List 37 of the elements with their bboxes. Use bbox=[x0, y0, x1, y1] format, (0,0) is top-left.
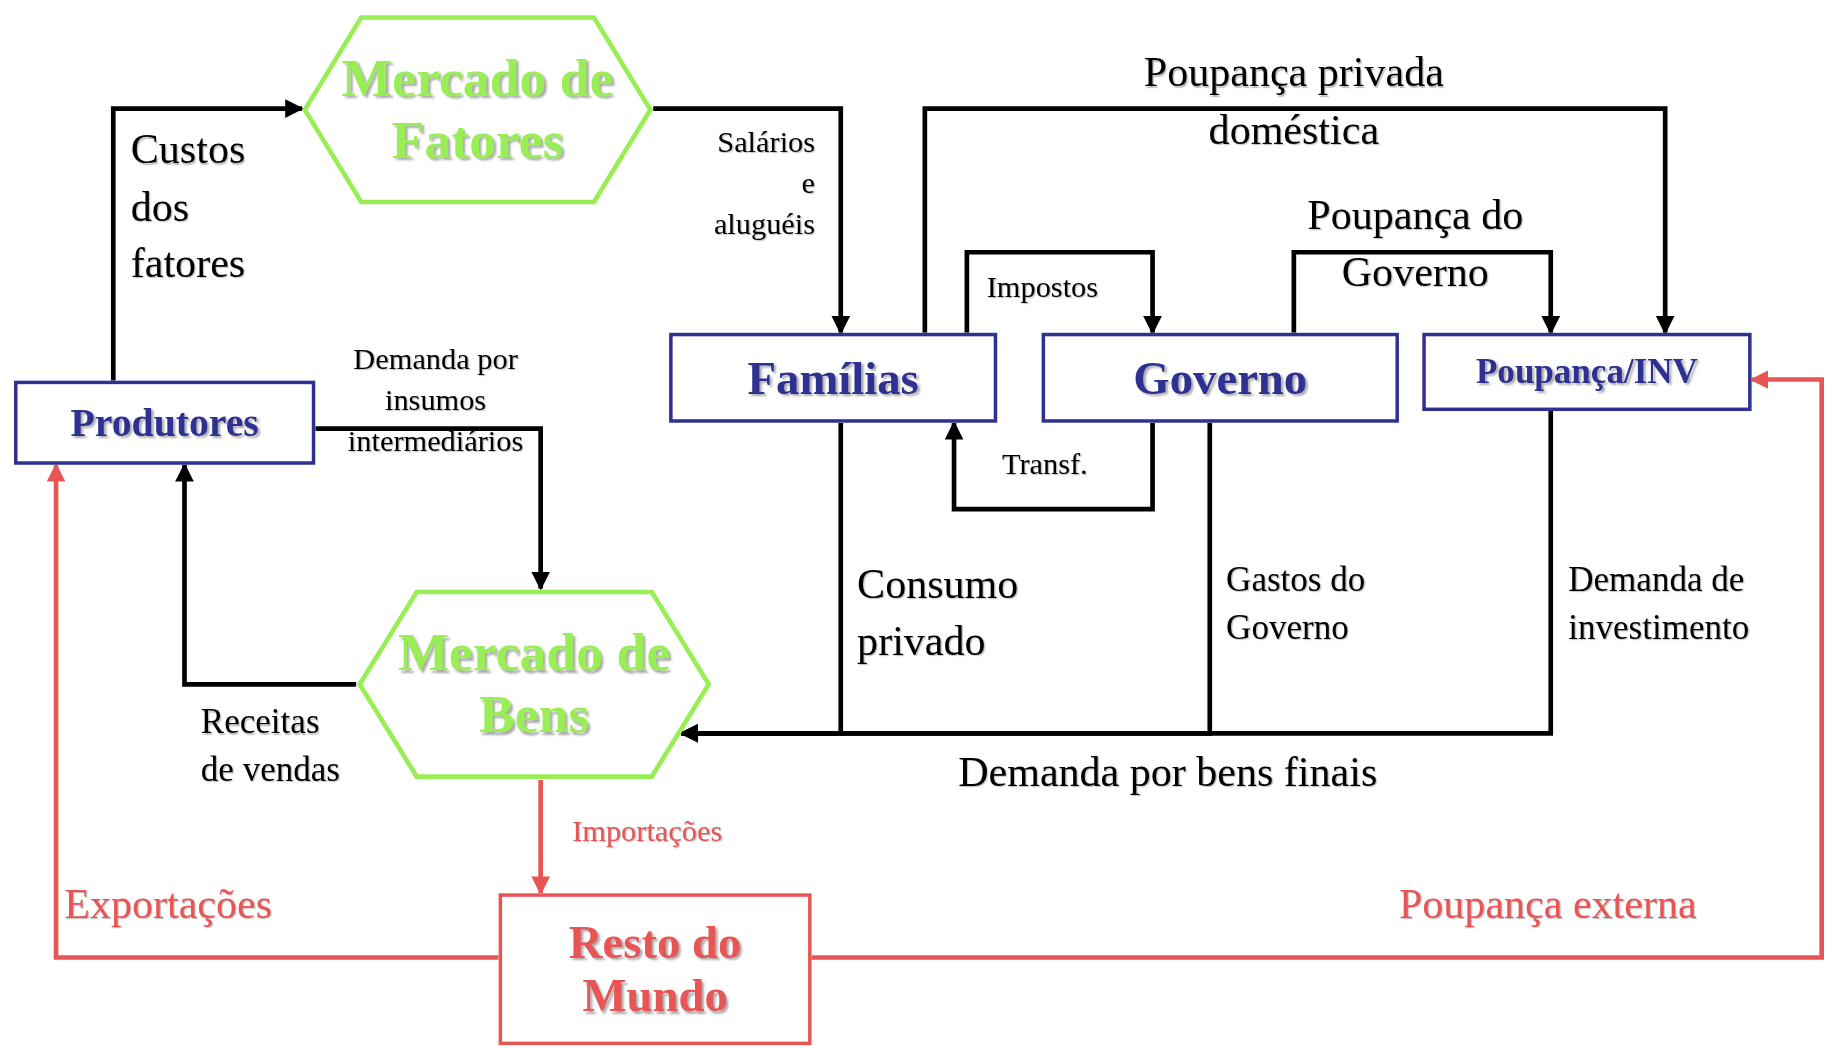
node-label: Famílias bbox=[747, 350, 919, 405]
box bbox=[14, 380, 316, 465]
edge-label: Exportações bbox=[64, 879, 273, 930]
arrow bbox=[315, 426, 550, 591]
edge-label: Salários e aluguéis bbox=[712, 123, 816, 243]
edge-label: Consumo privado bbox=[857, 559, 1020, 666]
node-label: Resto do Mundo bbox=[567, 915, 743, 1023]
arrow bbox=[110, 99, 304, 381]
node-label: Produtores bbox=[70, 400, 259, 446]
hexagon bbox=[301, 14, 654, 206]
box bbox=[669, 332, 998, 423]
box bbox=[1041, 332, 1399, 423]
edge-label: Transf. bbox=[1001, 446, 1089, 484]
flow-label: Demanda por bens finais bbox=[957, 747, 1379, 798]
arrow bbox=[679, 411, 1554, 743]
arrow bbox=[811, 370, 1824, 960]
edge-label: Demanda de investimento bbox=[1568, 558, 1751, 648]
arrow bbox=[653, 106, 851, 335]
node-label: Poupança/INV bbox=[1475, 351, 1698, 393]
edge-label: Importações bbox=[572, 812, 724, 850]
edge-label: Poupança do Governo bbox=[1306, 190, 1525, 297]
edge-label: Impostos bbox=[986, 268, 1100, 306]
edge-label: Gastos do Governo bbox=[1226, 558, 1367, 648]
box bbox=[1422, 332, 1752, 412]
node-label: Governo bbox=[1133, 350, 1308, 405]
edge-label: Poupança externa bbox=[1398, 879, 1698, 930]
edge-label: Custos dos fatores bbox=[130, 125, 247, 289]
arrow bbox=[922, 106, 1675, 335]
node-label: Mercado de Bens bbox=[397, 622, 672, 746]
hexagon bbox=[356, 588, 713, 781]
edge-label: Demanda por insumos intermediários bbox=[346, 341, 525, 460]
arrow bbox=[1291, 249, 1561, 335]
arrow bbox=[964, 249, 1162, 335]
edge-label: Poupança privada doméstica bbox=[1142, 48, 1445, 155]
edge-label: Receitas de vendas bbox=[200, 700, 341, 790]
box bbox=[498, 893, 812, 1046]
node-label: Mercado de Fatores bbox=[340, 48, 615, 172]
